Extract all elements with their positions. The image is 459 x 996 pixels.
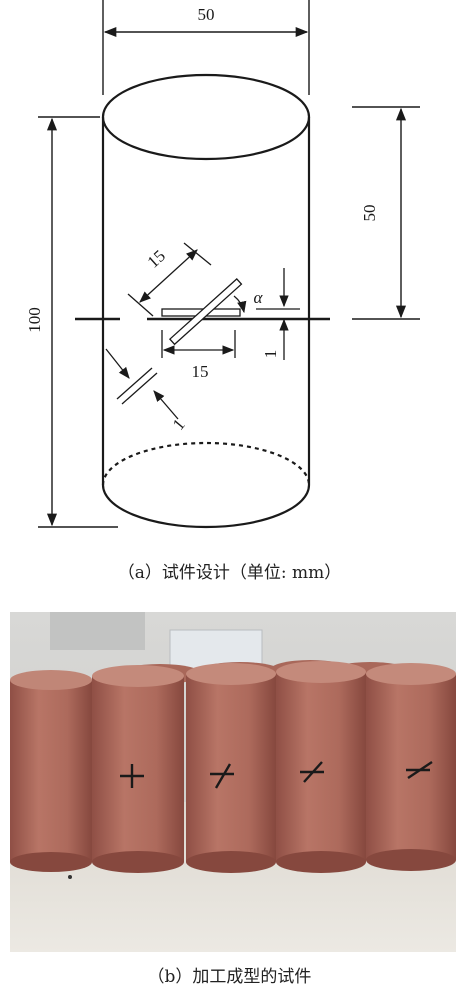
flaw-width-inclined-label: 1 (169, 415, 189, 434)
floor-speck (68, 875, 72, 879)
flaw-mark-2 (210, 763, 234, 789)
flaw-mark-4 (406, 761, 433, 779)
flaw-width-vertical-dimension (256, 268, 300, 360)
width-dimension-label: 50 (198, 5, 215, 24)
caption-a: （a）试件设计（单位: mm） (117, 563, 342, 583)
crack-length-label: 15 (144, 246, 169, 271)
angle-label: α (254, 288, 264, 307)
flaw-mark-1 (120, 764, 144, 788)
half-height-dimension (352, 106, 420, 320)
specimen-1 (10, 670, 92, 872)
background-shelf (50, 612, 145, 650)
width-dimension (102, 0, 310, 95)
inclined-flaw (168, 277, 243, 346)
cylinder-outline (101, 73, 311, 529)
specimens-photo (10, 612, 456, 952)
crack-projection-label: 15 (192, 362, 209, 381)
crack-length-dimension (127, 242, 212, 317)
half-height-dimension-label: 50 (360, 205, 379, 222)
specimen-3 (186, 663, 276, 873)
height-dimension (38, 116, 118, 528)
caption-b: （b）加工成型的试件 (147, 967, 312, 987)
specimen-5 (366, 663, 456, 871)
flaw-mark-3 (300, 761, 324, 783)
crack-projection-dimension (161, 330, 236, 358)
angle-marker (233, 295, 247, 314)
height-dimension-label: 100 (25, 307, 44, 333)
specimen-design-diagram: 50 100 50 15 15 α 1 (25, 0, 420, 529)
flaw-width-inclined-dimension (105, 348, 179, 420)
specimen-4 (276, 661, 366, 873)
specimen-2 (92, 665, 184, 873)
flaw-width-vertical-label: 1 (261, 350, 280, 359)
